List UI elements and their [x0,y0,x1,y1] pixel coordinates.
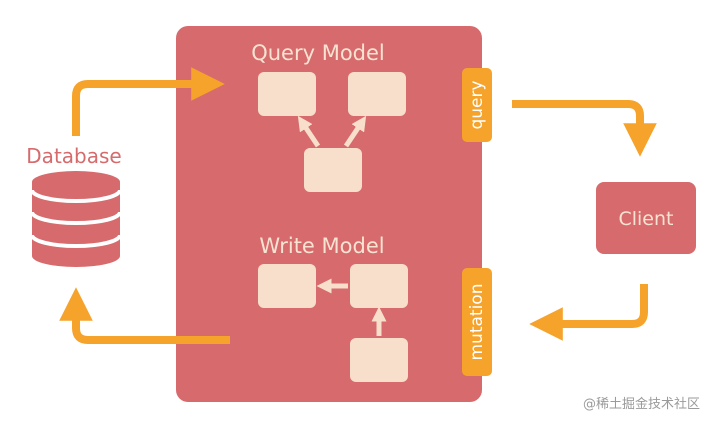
database-label: Database [26,144,121,168]
mutation-tab [462,268,492,376]
write-model-label: Write Model [259,234,384,258]
query-model-node-right [348,72,406,116]
write-model-node-right [350,264,408,308]
client-label: Client [618,208,673,230]
arrow-database-to-query-model [72,67,225,136]
arrow-write-model-to-database [59,287,230,344]
query-model-label: Query Model [251,41,385,65]
query-model-node-left [258,72,316,116]
write-model-node-bottom [350,338,408,382]
database-icon [30,171,122,267]
query-model-link-left [297,115,321,148]
arrow-client-to-mutation [529,284,648,341]
write-model-node-left [258,264,316,308]
client-box [596,182,696,254]
query-model-link-right [343,115,367,148]
watermark: @稀土掘金技术社区 [583,396,700,412]
mutation-tab-label: mutation [467,284,487,361]
query-tab [462,68,492,142]
query-tab-label: query [467,80,487,129]
query-model-node-bottom [304,148,362,192]
arrow-query-to-client [512,100,657,157]
service-panel [176,26,482,402]
